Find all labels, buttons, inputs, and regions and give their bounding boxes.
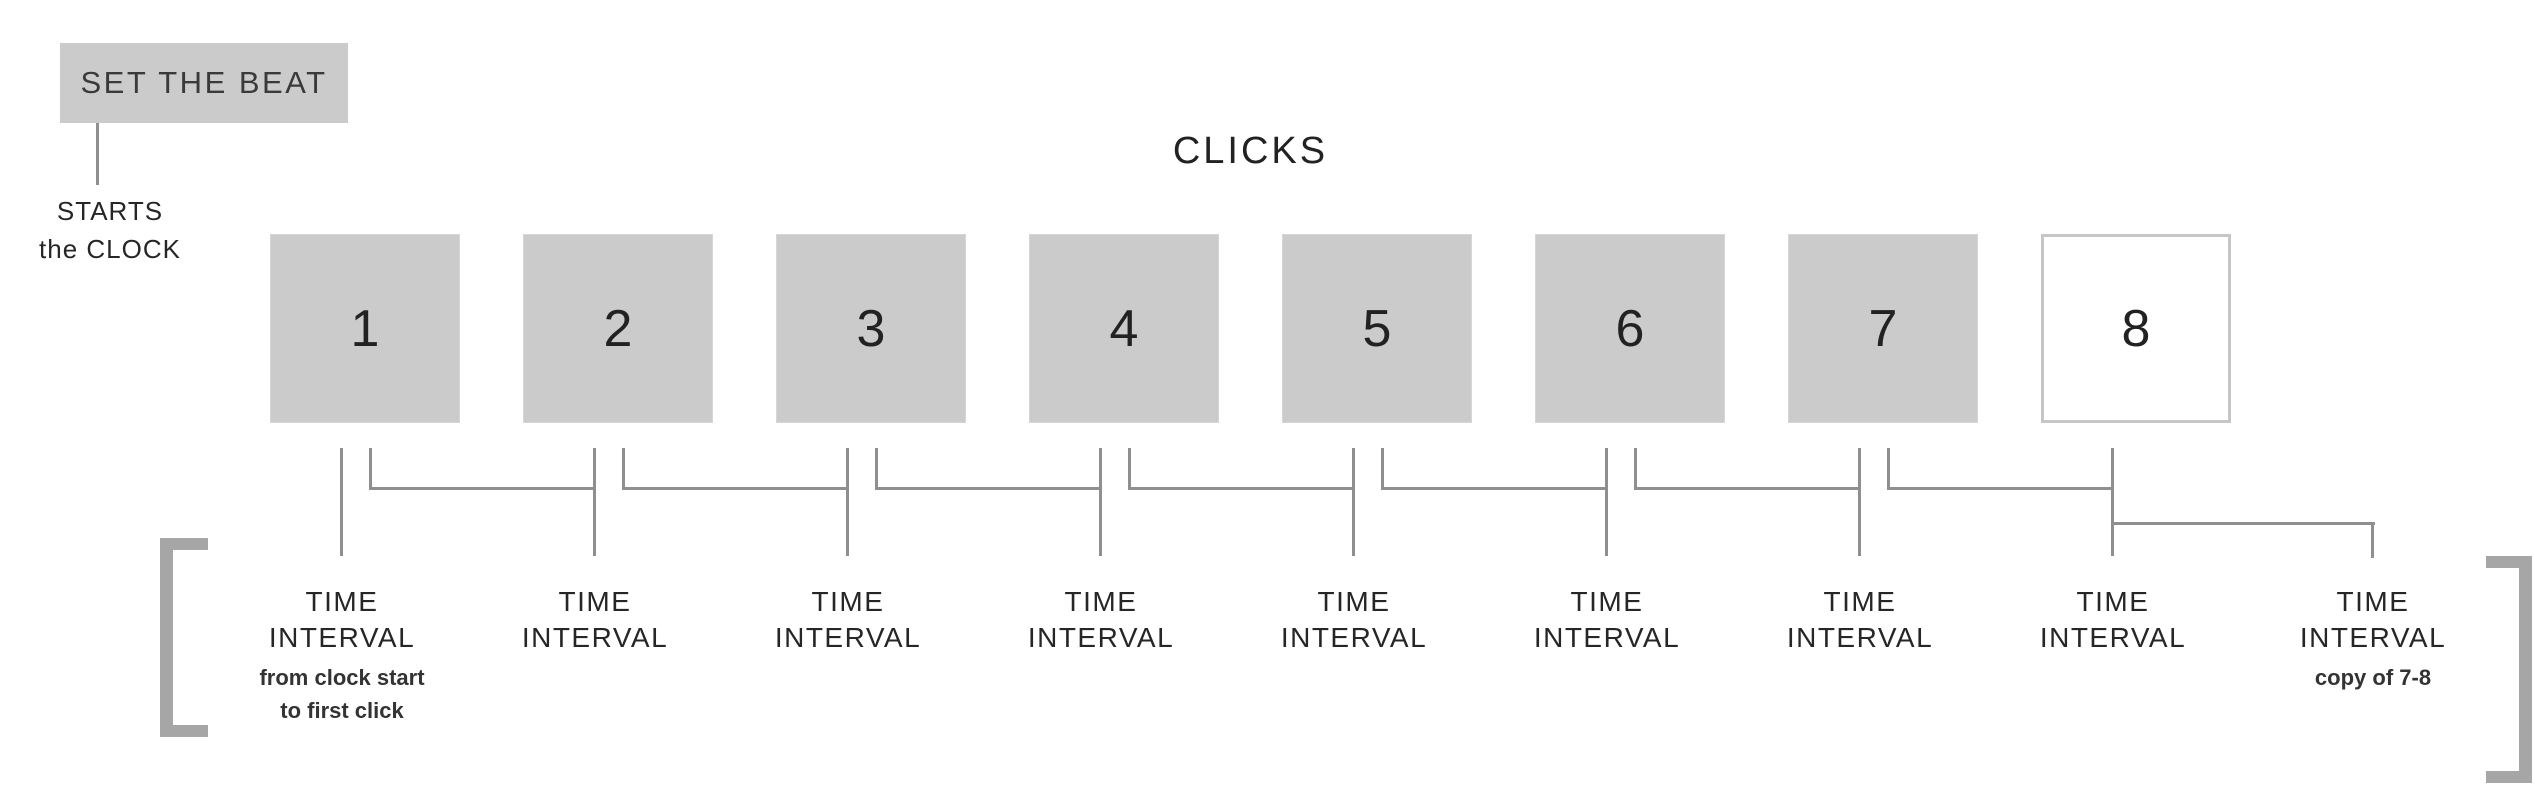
interval-5-end-tick bbox=[1352, 448, 1355, 556]
interval-5-span-bar bbox=[1130, 487, 1354, 490]
interval-1-caption: from clock start to first click bbox=[259, 665, 425, 723]
set-the-beat-button[interactable]: SET THE BEAT bbox=[60, 43, 348, 123]
interval-8-span-bar bbox=[1889, 487, 2113, 490]
interval-6-start-tick bbox=[1381, 448, 1384, 490]
interval-3-span-bar bbox=[624, 487, 848, 490]
interval-2-span-bar bbox=[371, 487, 595, 490]
interval-label-2: TIME INTERVAL bbox=[521, 586, 669, 653]
interval-1-line2: INTERVAL bbox=[268, 622, 416, 653]
interval-label-8: TIME INTERVAL bbox=[2039, 586, 2187, 653]
interval-label-9: TIME INTERVAL copy of 7-8 bbox=[2243, 584, 2503, 694]
interval-5-start-tick bbox=[1128, 448, 1131, 490]
interval-3-end-tick bbox=[846, 448, 849, 556]
interval-label-6: TIME INTERVAL bbox=[1533, 586, 1681, 653]
click-box-8: 8 bbox=[2041, 234, 2231, 423]
interval-label-3: TIME INTERVAL bbox=[774, 586, 922, 653]
clicks-heading: CLICKS bbox=[1172, 130, 1329, 172]
click-box-4: 4 bbox=[1029, 234, 1219, 423]
left-square-bracket bbox=[160, 538, 208, 737]
interval-7-start-tick bbox=[1634, 448, 1637, 490]
interval-8-end-tick bbox=[2111, 448, 2114, 556]
starts-the-clock-note: STARTS the CLOCK bbox=[8, 192, 212, 268]
click-box-5: 5 bbox=[1282, 234, 1472, 423]
interval-2-start-tick bbox=[369, 448, 372, 490]
interval-label-5: TIME INTERVAL bbox=[1280, 586, 1428, 653]
interval-label-7: TIME INTERVAL bbox=[1786, 586, 1934, 653]
interval-9-caption: copy of 7-8 bbox=[2314, 665, 2432, 690]
interval-8-start-tick bbox=[1887, 448, 1890, 490]
click-box-3: 3 bbox=[776, 234, 966, 423]
right-square-bracket bbox=[2486, 556, 2532, 783]
interval-7-end-tick bbox=[1858, 448, 1861, 556]
button-stem-line bbox=[96, 123, 99, 185]
click-box-1: 1 bbox=[270, 234, 460, 423]
interval-6-end-tick bbox=[1605, 448, 1608, 556]
interval-9-end-tick bbox=[2371, 522, 2374, 558]
interval-1-line1: TIME bbox=[305, 586, 379, 617]
interval-label-1: TIME INTERVAL from clock start to first … bbox=[212, 584, 472, 727]
click-box-7: 7 bbox=[1788, 234, 1978, 423]
interval-2-end-tick bbox=[593, 448, 596, 556]
starts-line: STARTS bbox=[56, 196, 164, 226]
interval-4-start-tick bbox=[875, 448, 878, 490]
interval-3-start-tick bbox=[622, 448, 625, 490]
interval-7-span-bar bbox=[1636, 487, 1860, 490]
interval-4-span-bar bbox=[877, 487, 1101, 490]
click-box-2: 2 bbox=[523, 234, 713, 423]
interval-9-span-bar bbox=[2113, 522, 2375, 525]
interval-label-4: TIME INTERVAL bbox=[1027, 586, 1175, 653]
interval-4-end-tick bbox=[1099, 448, 1102, 556]
click-box-6: 6 bbox=[1535, 234, 1725, 423]
interval-1-end-tick bbox=[340, 448, 343, 556]
interval-6-span-bar bbox=[1383, 487, 1607, 490]
clock-line: the CLOCK bbox=[39, 234, 181, 264]
